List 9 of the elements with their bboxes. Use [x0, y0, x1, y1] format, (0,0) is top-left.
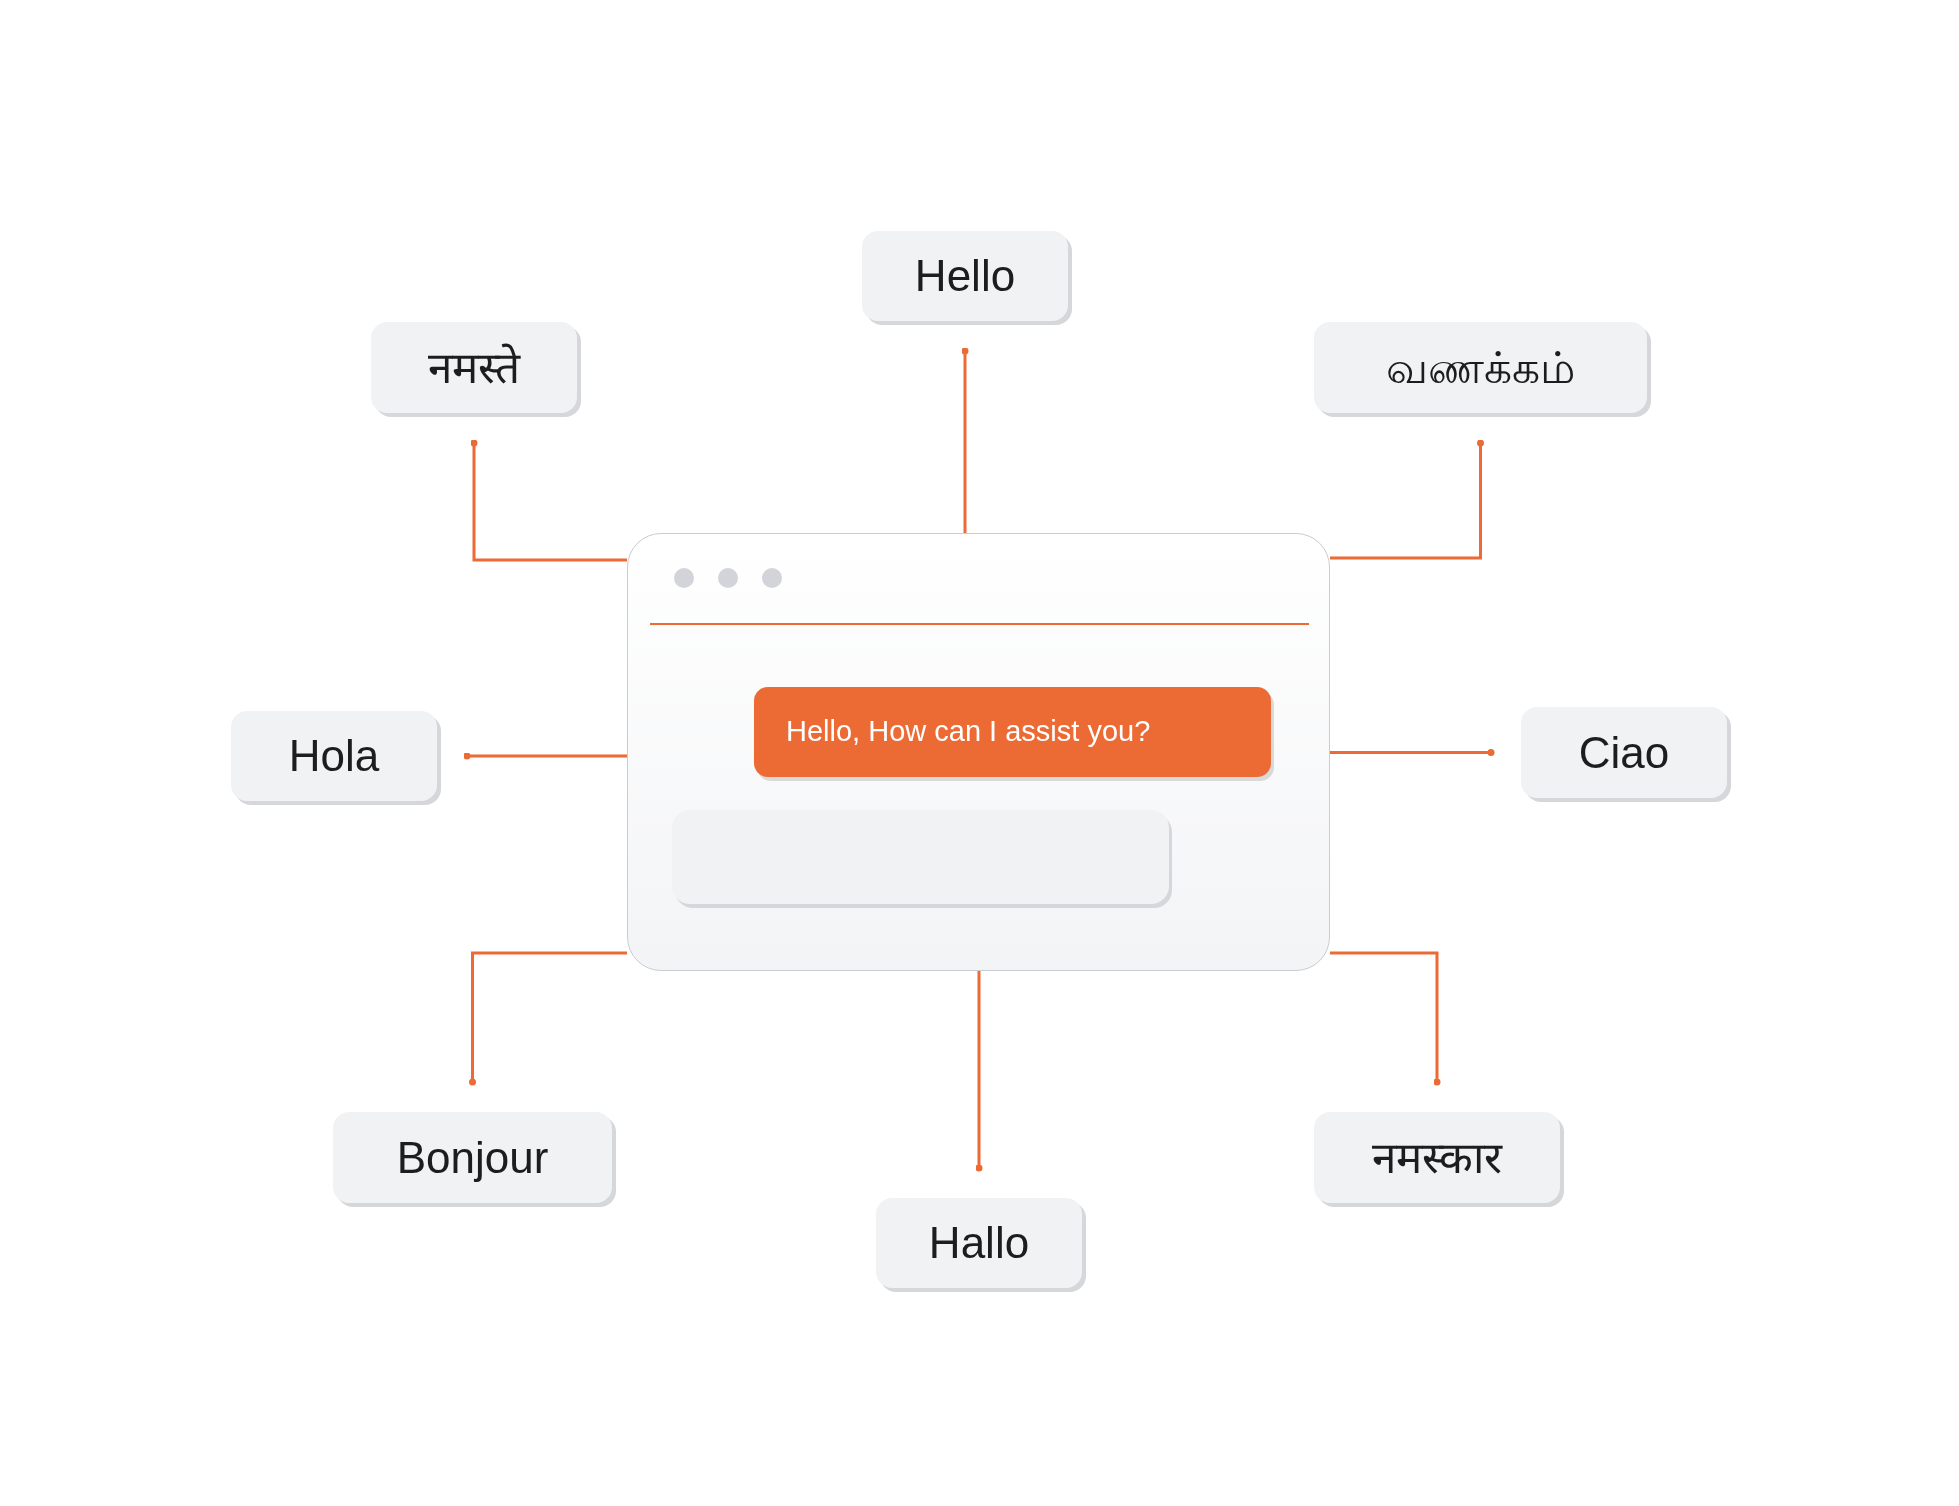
connector-line — [463, 752, 627, 760]
connector-line — [1330, 951, 1441, 1086]
connector-line — [975, 971, 983, 1172]
connector-line — [961, 347, 969, 533]
connector-line — [1330, 439, 1484, 560]
connector-line — [469, 951, 627, 1086]
connector-line — [470, 439, 627, 562]
connector-line — [1330, 749, 1495, 756]
chat-window — [627, 533, 1330, 971]
